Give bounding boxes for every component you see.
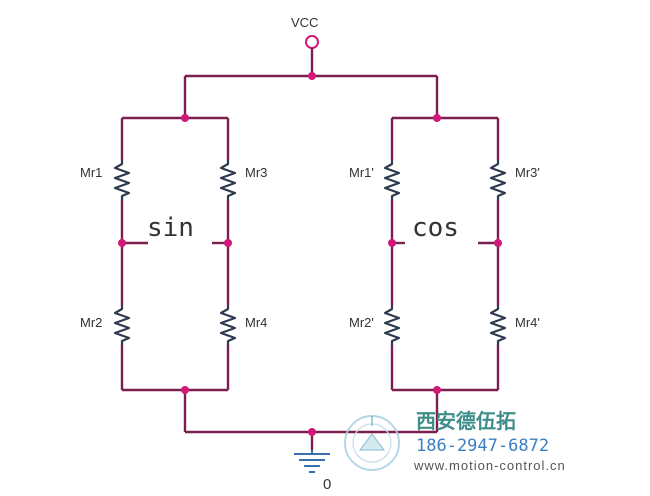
watermark-company: 西安德伍拓 <box>416 409 516 433</box>
cos-bridge-wiring <box>390 118 500 392</box>
label-mr2-prime: Mr2' <box>349 315 374 330</box>
sin-bridge-wiring <box>120 118 230 392</box>
ground-label: 0 <box>323 476 331 493</box>
label-mr1: Mr1 <box>80 165 102 180</box>
watermark-url: www.motion-control.cn <box>413 458 566 473</box>
label-mr3-prime: Mr3' <box>515 165 540 180</box>
resistor-mr3 <box>219 160 237 200</box>
resistor-mr4-prime <box>489 305 507 345</box>
resistor-mr1 <box>113 160 131 200</box>
label-mr4-prime: Mr4' <box>515 315 540 330</box>
watermark-logo <box>344 415 400 471</box>
vcc-terminal <box>305 35 319 49</box>
label-mr3: Mr3 <box>245 165 267 180</box>
junction-nodes <box>118 72 502 436</box>
ground-symbol <box>294 450 330 473</box>
label-mr4: Mr4 <box>245 315 267 330</box>
resistor-mr1-prime <box>383 160 401 200</box>
resistor-mr3-prime <box>489 160 507 200</box>
label-mr2: Mr2 <box>80 315 102 330</box>
sin-label: sin <box>147 213 194 243</box>
resistor-mr4 <box>219 305 237 345</box>
supply-wiring <box>122 48 498 120</box>
watermark-phone: 186-2947-6872 <box>416 436 549 456</box>
label-mr1-prime: Mr1' <box>349 165 374 180</box>
resistor-mr2 <box>113 305 131 345</box>
resistor-mr2-prime <box>383 305 401 345</box>
cos-label: cos <box>412 213 459 243</box>
vcc-label: VCC <box>291 15 318 30</box>
